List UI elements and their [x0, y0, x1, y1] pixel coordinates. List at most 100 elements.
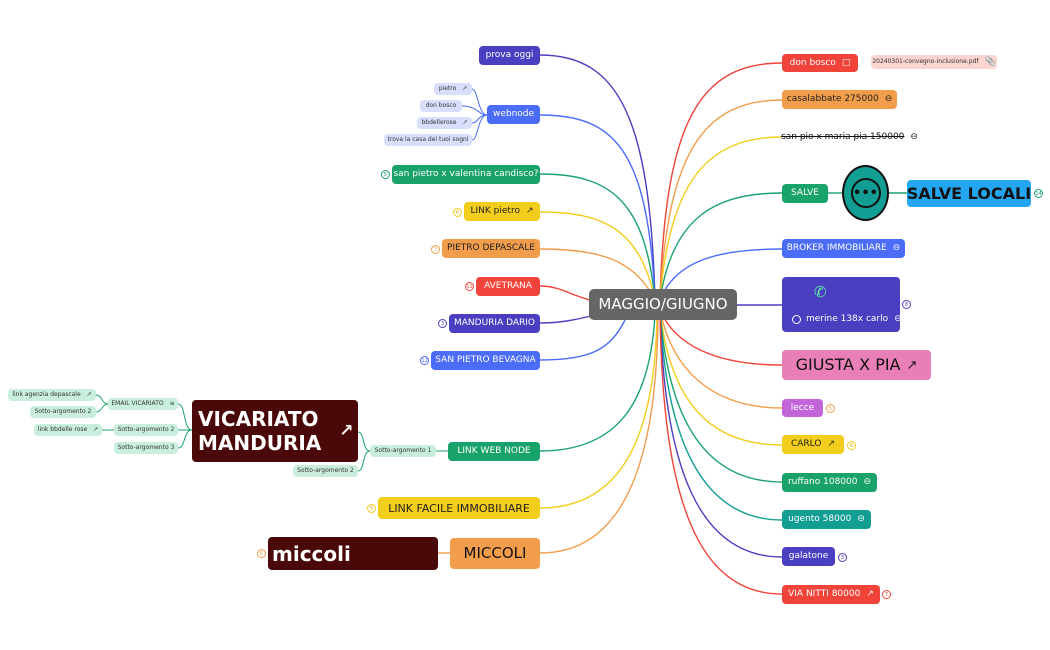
topic-webnode[interactable]: webnode — [487, 105, 540, 124]
topic-miccoli-child[interactable]: miccoli — [268, 537, 438, 570]
depascale-badge: 7 — [431, 245, 440, 254]
webnode-child-bbdellerose[interactable]: bbdellerose↗ — [417, 117, 472, 129]
connector-depascale — [539, 248, 656, 301]
topic-link-web-node[interactable]: LINK WEB NODE — [448, 442, 540, 461]
central-topic-label: MAGGIO/GIUGNO — [598, 295, 728, 313]
attachment-pdf[interactable]: 20240301-convegno-inclusione.pdf📎 — [871, 55, 997, 69]
connector-lecce — [659, 309, 783, 409]
external-link-icon[interactable]: ↗ — [462, 119, 468, 126]
connector-via-nitti — [659, 309, 783, 595]
topic-galatone[interactable]: galatone — [782, 547, 835, 566]
connector-giusta — [659, 309, 783, 366]
collapsed-circle-icon: ⊖ — [892, 243, 901, 253]
manduria-dario-badge: 3 — [438, 319, 447, 328]
vicariato-child-email[interactable]: EMAIL VICARIATO≡ — [108, 398, 178, 410]
collapsed-circle-icon: ⊖ — [910, 131, 918, 142]
connector-don-bosco — [659, 62, 783, 301]
grandchild-bbdelle-rose[interactable]: link bbdelle rose↗ — [34, 424, 102, 436]
connector-link-pietro — [539, 211, 656, 301]
bevagna-badge: 12 — [420, 356, 429, 365]
external-link-icon[interactable]: ↗ — [86, 391, 92, 398]
link-web-node-child-1[interactable]: Sotto-argomento 1 — [370, 445, 436, 457]
topic-salve[interactable]: SALVE — [782, 184, 828, 203]
topic-salve-locali[interactable]: SALVE LOCALI — [907, 180, 1031, 207]
connector-ruffano — [659, 309, 783, 483]
link-web-node-child-2[interactable]: Sotto-argomento 2 — [293, 465, 358, 477]
connector-galatone — [659, 309, 783, 558]
topic-giusta-x-pia[interactable]: GIUSTA X PIA↗ — [782, 350, 931, 380]
document-icon: □ — [841, 57, 851, 68]
external-link-icon[interactable]: ↗ — [866, 589, 874, 599]
connector-casalabbate — [659, 99, 783, 301]
connector-webnode — [539, 114, 656, 301]
external-link-icon[interactable]: ↗ — [339, 420, 354, 441]
miccoli-badge: 6 — [257, 549, 266, 558]
topic-don-bosco[interactable]: don bosco□ — [782, 54, 858, 72]
link-facile-badge: 5 — [367, 504, 376, 513]
topic-casalabbate[interactable]: casalabbate 275000⊖ — [782, 90, 897, 109]
topic-vicariato-manduria[interactable]: VICARIATO MANDURIA ↗ — [192, 400, 358, 462]
topic-san-pio[interactable]: san pio x maria pia 150000⊖ — [781, 131, 918, 142]
connector-miccoli — [539, 314, 659, 554]
collapsed-circle-icon: ⊖ — [863, 477, 872, 487]
webnode-child-trova-casa[interactable]: trova la casa dei tuoi sogni — [384, 134, 472, 146]
topic-lecce[interactable]: lecce — [782, 399, 823, 417]
ellipsis-topic[interactable]: ••• — [842, 165, 889, 221]
san-pietro-badge: 5 — [381, 170, 390, 179]
external-link-icon[interactable]: ↗ — [906, 357, 918, 373]
connector-carlo — [659, 309, 783, 446]
webnode-child-pietro[interactable]: pietro↗ — [434, 83, 472, 95]
lecce-badge: 5 — [826, 404, 835, 413]
external-link-icon[interactable]: ↗ — [525, 206, 534, 216]
collapsed-circle-icon: ⊖ — [857, 514, 865, 524]
salve-locali-badge: 14 — [1034, 189, 1043, 198]
connector-san-pietro-bevagna — [539, 319, 626, 361]
topic-ruffano[interactable]: ruffano 108000⊖ — [782, 473, 877, 492]
topic-avetrana[interactable]: AVETRANA — [476, 277, 540, 296]
merine-badge: 8 — [902, 300, 911, 309]
connector-san-pietro-x — [539, 173, 656, 301]
connector-salve — [659, 192, 783, 301]
connector-avetrana — [539, 285, 591, 301]
external-link-icon[interactable]: ↗ — [462, 85, 468, 92]
topic-san-pietro-valentina[interactable]: san pietro x valentina candisco? — [392, 165, 540, 184]
topic-pietro-depascale[interactable]: PIETRO DEPASCALE — [442, 239, 540, 258]
topic-carlo[interactable]: CARLO↗ — [782, 435, 844, 454]
topic-broker[interactable]: BROKER IMMOBILIARE⊖ — [782, 239, 905, 258]
topic-miccoli[interactable]: MICCOLI — [450, 538, 540, 569]
topic-ugento[interactable]: ugento 58000⊖ — [782, 510, 871, 529]
webnode-child-don-bosco[interactable]: don bosco — [420, 100, 462, 112]
galatone-badge: 3 — [838, 553, 847, 562]
avetrana-badge: 11 — [465, 282, 474, 291]
topic-manduria-dario[interactable]: MANDURIA DARIO — [449, 314, 540, 333]
connector-prova-oggi — [539, 54, 656, 301]
topic-link-facile-immobiliare[interactable]: LINK FACILE IMMOBILIARE — [378, 497, 540, 519]
connector-link-facile — [539, 314, 658, 509]
collapsed-circle-icon: ⊖ — [894, 314, 902, 324]
grandchild-sotto-2[interactable]: Sotto-argomento 2 — [30, 406, 96, 418]
via-nitti-badge: 7 — [882, 590, 891, 599]
external-link-icon[interactable]: ↗ — [827, 439, 836, 449]
connector-broker — [659, 248, 783, 301]
vicariato-child-sotto-2[interactable]: Sotto-argomento 2 — [114, 424, 178, 436]
central-topic[interactable]: MAGGIO/GIUGNO — [589, 289, 737, 320]
topic-via-nitti[interactable]: VIA NITTI 80000↗ — [782, 585, 880, 604]
connector-link-web-node — [539, 314, 656, 452]
collapsed-circle-icon: ⊖ — [884, 94, 893, 104]
topic-san-pietro-bevagna[interactable]: SAN PIETRO BEVAGNA — [431, 351, 540, 370]
topic-merine-card[interactable]: ✆ merine 138x carlo⊖ — [782, 277, 902, 332]
connector-san-pio — [659, 136, 783, 301]
checkbox-icon[interactable] — [792, 315, 801, 324]
paperclip-icon: 📎 — [984, 56, 996, 67]
topic-link-pietro[interactable]: LINK pietro↗ — [464, 202, 540, 221]
note-icon: ≡ — [169, 400, 175, 407]
phone-icon: ✆ — [814, 283, 827, 301]
grandchild-agenzia-depascale[interactable]: link agenzia depascale↗ — [8, 389, 96, 401]
vicariato-child-sotto-3[interactable]: Sotto-argomento 3 — [114, 442, 178, 454]
external-link-icon[interactable]: ↗ — [93, 426, 99, 433]
connector-ugento — [659, 309, 783, 521]
topic-prova-oggi[interactable]: prova oggi — [479, 46, 540, 65]
connector-manduria-dario — [539, 314, 596, 324]
link-pietro-badge: 6 — [453, 208, 462, 217]
carlo-badge: 6 — [847, 441, 856, 450]
